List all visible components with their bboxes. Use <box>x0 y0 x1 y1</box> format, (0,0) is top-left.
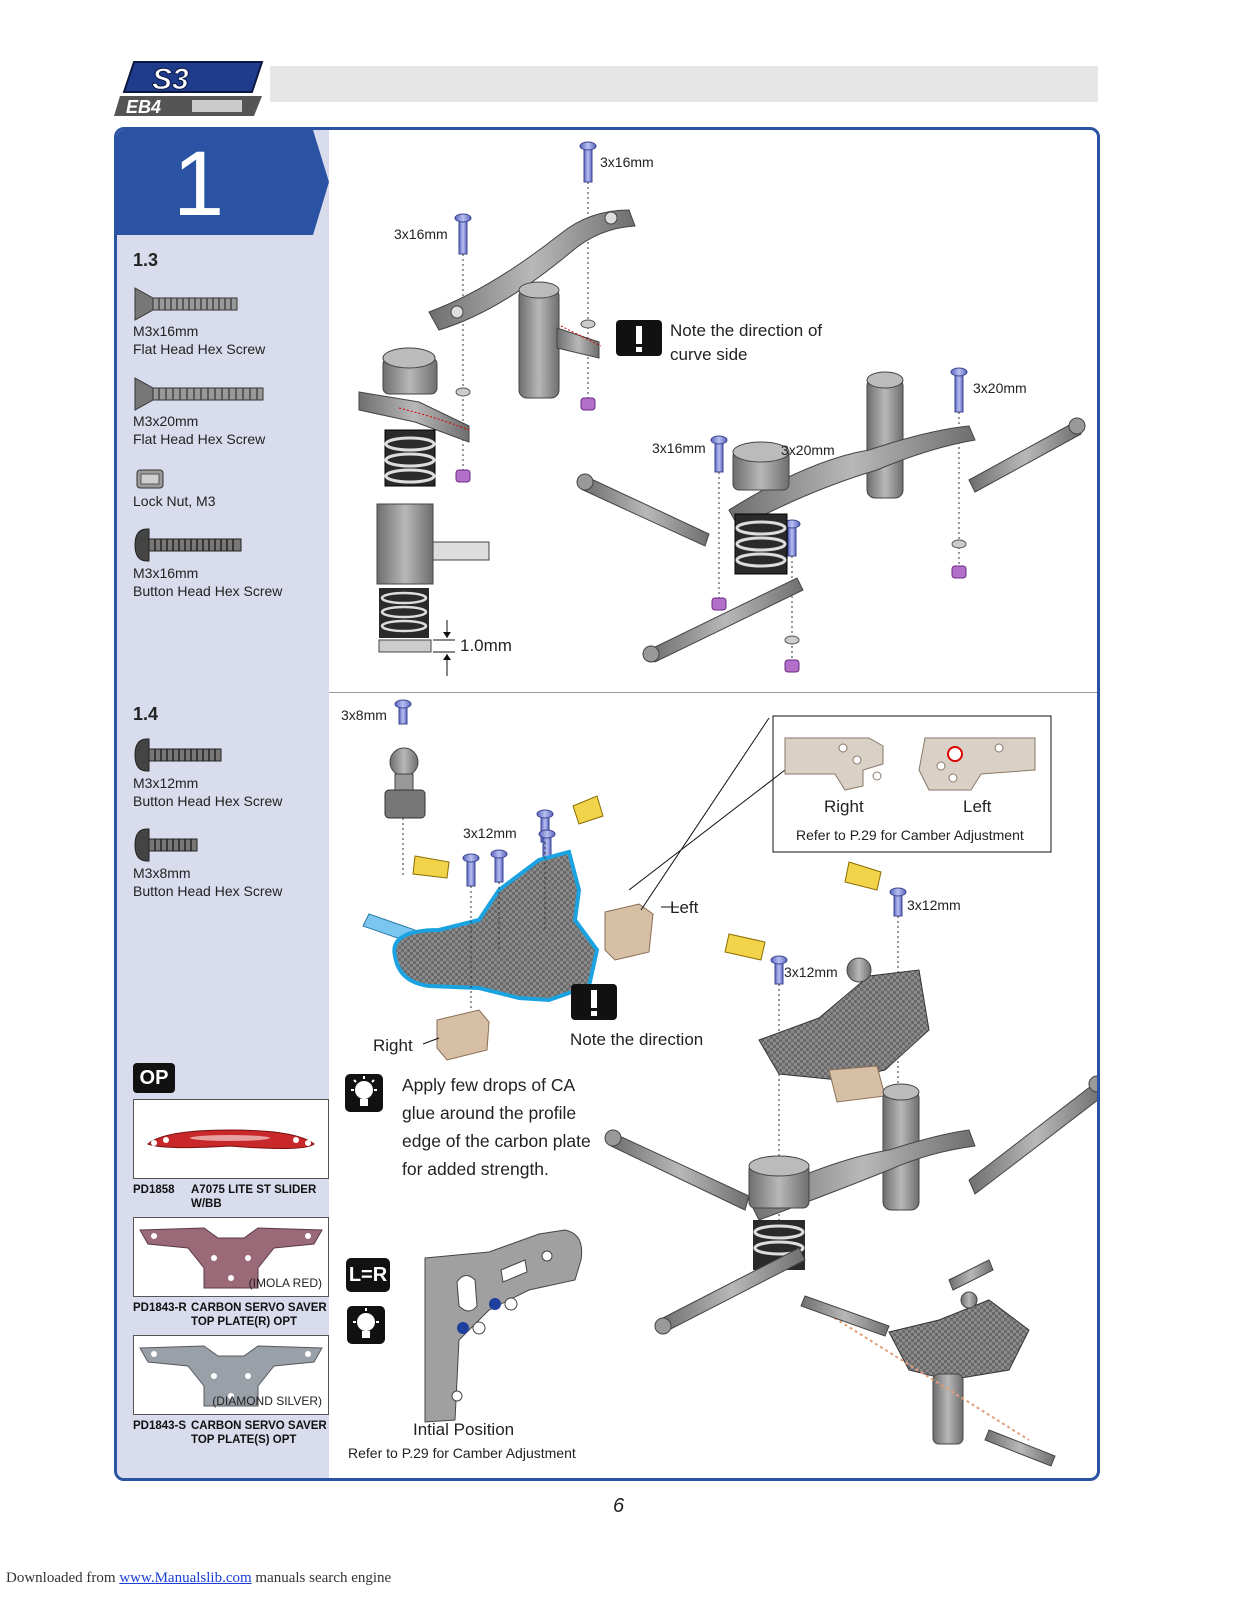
step-number: 1 <box>173 133 225 235</box>
option-badge: OP <box>133 1063 175 1093</box>
assembly-drawing <box>345 141 1097 1467</box>
top-plate-red-image <box>139 1227 323 1289</box>
direction-note: Note the direction <box>570 1030 704 1049</box>
inset-right-label: Right <box>824 797 864 816</box>
part-name: Button Head Hex Screw <box>133 583 283 599</box>
part-item: M3x20mm Flat Head Hex Screw <box>133 376 323 448</box>
button-head-screw-icon <box>134 738 222 772</box>
part-size: M3x16mm <box>133 323 199 339</box>
part-item: M3x16mm Flat Head Hex Screw <box>133 286 323 358</box>
section-heading-1-3: 1.3 <box>133 250 159 270</box>
part-size: M3x16mm <box>133 565 199 581</box>
part-item: M3x16mm Button Head Hex Screw <box>133 526 323 600</box>
inset-left-label: Left <box>963 797 992 816</box>
screw-size-label: 3x12mm <box>784 964 838 980</box>
button-head-screw-icon <box>134 828 198 862</box>
option-desc: CARBON SERVO SAVER TOP PLATE(R) OPT <box>191 1302 327 1328</box>
screw <box>394 699 907 985</box>
left-label: Left <box>670 898 699 917</box>
warning-icon <box>616 320 662 356</box>
instruction-frame: 1 1.3 M3x16mm Flat Head Hex Screw <box>114 127 1100 1481</box>
footer: Downloaded from www.Manualslib.com manua… <box>6 1570 391 1587</box>
tip-bulb-icon <box>345 1074 383 1112</box>
section-divider <box>329 692 1097 693</box>
option-item-image: (DIAMOND SILVER) <box>133 1335 329 1415</box>
option-color-tag: (IMOLA RED) <box>248 1276 322 1290</box>
screw-size-label: 3x16mm <box>394 226 448 242</box>
option-color-tag: (DIAMOND SILVER) <box>212 1394 322 1408</box>
initial-position-label: Intial Position <box>413 1420 515 1439</box>
option-code: PD1843-R <box>133 1302 187 1314</box>
tip-line: for added strength. <box>402 1159 549 1179</box>
footer-suffix: manuals search engine <box>251 1570 392 1586</box>
part-item: M3x12mm Button Head Hex Screw <box>133 736 323 810</box>
gap-label: 1.0mm <box>460 636 512 655</box>
option-item-image <box>133 1099 329 1179</box>
screw-size-label: 3x20mm <box>973 380 1027 396</box>
note-line: Note the direction of <box>670 321 823 340</box>
right-label: Right <box>373 1036 413 1055</box>
parts-sidebar: 1 1.3 M3x16mm Flat Head Hex Screw <box>117 130 329 1478</box>
lock-nut-icon <box>136 469 164 489</box>
tip-line: Apply few drops of CA <box>402 1075 576 1095</box>
tip-line: edge of the carbon plate <box>402 1131 591 1151</box>
part-item: Lock Nut, M3 <box>133 466 323 510</box>
part-name: Button Head Hex Screw <box>133 793 283 809</box>
part-name: Flat Head Hex Screw <box>133 341 266 357</box>
step-tab <box>117 130 329 235</box>
screw-size-label: 3x16mm <box>652 440 706 456</box>
inset-refer-note: Refer to P.29 for Camber Adjustment <box>796 827 1024 843</box>
lr-badge: L=R <box>346 1258 390 1292</box>
page-number: 6 <box>612 1495 625 1517</box>
flat-head-screw-icon <box>134 287 238 321</box>
part-name: Lock Nut, M3 <box>133 493 216 509</box>
screw-size-label: 3x16mm <box>600 154 654 170</box>
header-bar <box>270 66 1098 102</box>
flat-head-screw-icon <box>134 377 264 411</box>
screw-size-label: 3x8mm <box>341 707 387 723</box>
option-caption: PD1843-S CARBON SERVO SAVER TOP PLATE(S) … <box>133 1419 329 1447</box>
s3-eb4-logo: S3 EB4 <box>114 61 264 117</box>
option-caption: PD1843-R CARBON SERVO SAVER TOP PLATE(R) … <box>133 1301 329 1329</box>
part-size: M3x12mm <box>133 775 199 791</box>
part-item: M3x8mm Button Head Hex Screw <box>133 826 323 900</box>
svg-text:S3: S3 <box>152 63 189 96</box>
tip-line: glue around the profile <box>402 1103 577 1123</box>
steering-slider-image <box>147 1129 315 1150</box>
warning-icon <box>571 984 617 1020</box>
manualslib-link[interactable]: www.Manualslib.com <box>119 1570 252 1586</box>
part-size: M3x20mm <box>133 413 199 429</box>
part-name: Button Head Hex Screw <box>133 883 283 899</box>
option-desc: A7075 LITE ST SLIDER W/BB <box>191 1184 317 1210</box>
direction-note: Note the direction of curve side <box>670 319 822 367</box>
part-size: M3x8mm <box>133 865 191 881</box>
option-code: PD1858 <box>133 1184 175 1196</box>
screw-size-label: 3x20mm <box>781 442 835 458</box>
option-desc: CARBON SERVO SAVER TOP PLATE(S) OPT <box>191 1420 327 1446</box>
initial-refer-note: Refer to P.29 for Camber Adjustment <box>348 1445 576 1461</box>
option-item-image: (IMOLA RED) <box>133 1217 329 1297</box>
screw-size-label: 3x12mm <box>463 825 517 841</box>
footer-prefix: Downloaded from <box>6 1570 120 1586</box>
part-name: Flat Head Hex Screw <box>133 431 266 447</box>
button-head-screw-icon <box>134 528 242 562</box>
screw-size-label: 3x12mm <box>907 897 961 913</box>
svg-text:EB4: EB4 <box>126 97 161 117</box>
option-caption: PD1858 A7075 LITE ST SLIDER W/BB <box>133 1183 329 1211</box>
ca-glue-tip: Apply few drops of CA glue around the pr… <box>402 1071 591 1183</box>
screw <box>454 141 968 557</box>
section-heading-1-4: 1.4 <box>133 704 159 724</box>
note-line: curve side <box>670 345 748 364</box>
top-plate-silver-image <box>139 1345 323 1407</box>
option-code: PD1843-S <box>133 1420 187 1432</box>
tip-bulb-icon <box>347 1306 385 1344</box>
